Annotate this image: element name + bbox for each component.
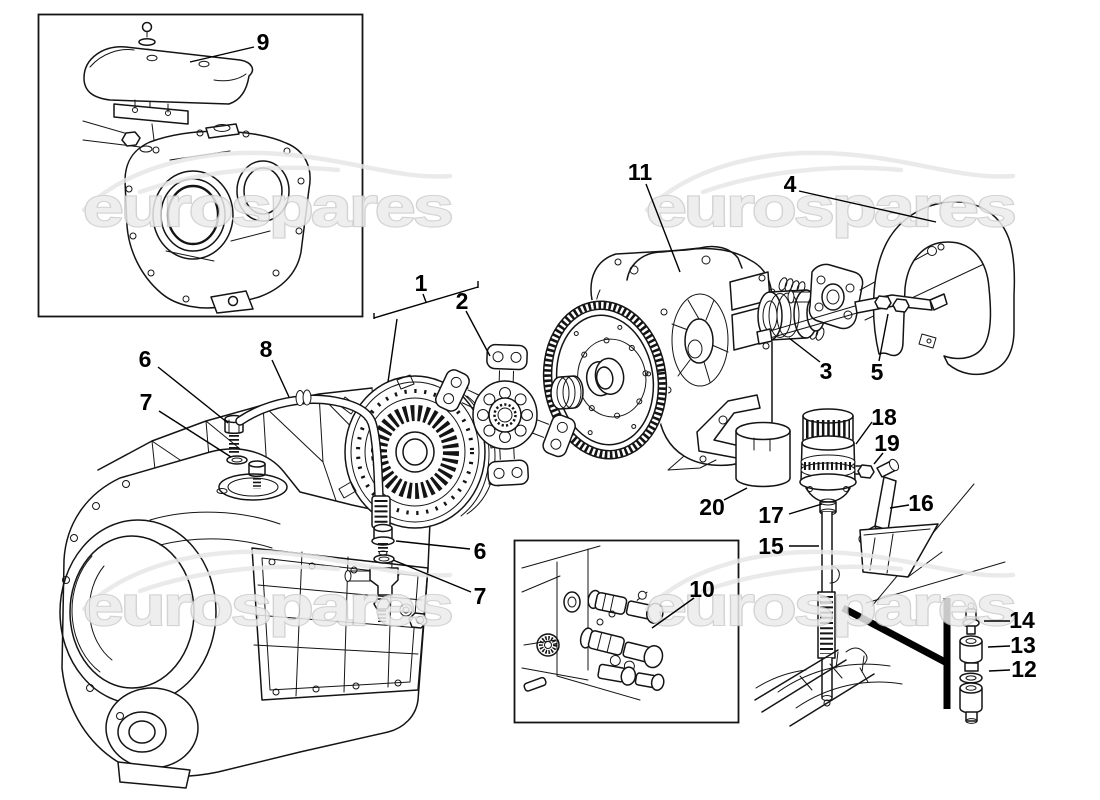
part-number-20: 20 (699, 494, 725, 520)
leader-line-part-6 (395, 540, 471, 550)
watermark-text: eurospares (646, 574, 1014, 637)
part-number-4: 4 (784, 171, 797, 197)
leader-line-part-16 (889, 504, 910, 509)
leader-line-part-3 (788, 337, 821, 363)
part-number-2: 2 (456, 288, 469, 314)
valve-detail-box (513, 539, 740, 724)
part-number-11: 11 (628, 159, 653, 185)
part-number-6: 6 (474, 538, 487, 564)
leader-line-part-12 (988, 669, 1011, 672)
watermark-text: eurospares (83, 574, 451, 637)
leader-line-part-19 (873, 452, 884, 465)
leader-line-part-5 (878, 313, 889, 362)
gearbox-housing-art (59, 387, 431, 789)
part-number-1: 1 (415, 270, 428, 296)
part-number-12: 12 (1011, 656, 1037, 682)
part-number-7: 7 (140, 389, 153, 415)
leader-line-part-1 (387, 318, 398, 383)
part-number-14: 14 (1009, 607, 1035, 633)
watermark-bottom-left: eurospares (81, 549, 454, 638)
leader-line-part-20 (723, 487, 748, 501)
heat-shield-detail-art (82, 21, 311, 314)
watermark-text: eurospares (83, 175, 451, 238)
watermark-text: eurospares (646, 175, 1014, 238)
leader-line-part-17 (788, 503, 823, 515)
oil-hose-art (235, 389, 428, 629)
part-number-13: 13 (1010, 632, 1036, 658)
part-number-16: 16 (908, 490, 934, 516)
clutch-cover-art (872, 201, 1016, 376)
valve-detail-art (521, 545, 665, 701)
leader-line-part-13 (987, 645, 1011, 648)
leader-line-part-6 (157, 366, 229, 424)
watermark-bottom-right: eurospares (644, 549, 1017, 638)
watermark-top-right: eurospares (644, 150, 1017, 239)
part-number-7: 7 (474, 583, 487, 609)
part-number-18: 18 (871, 404, 897, 430)
leader-line-part-8 (271, 359, 290, 398)
watermark-top-left: eurospares (81, 150, 454, 239)
leader-line-part-18 (855, 421, 873, 445)
part-number-5: 5 (871, 359, 884, 385)
leader-line-part-4 (798, 190, 937, 223)
leader-line-part-7 (158, 410, 232, 458)
part-number-10: 10 (689, 576, 715, 602)
support-bracket-art (696, 293, 948, 463)
part-number-19: 19 (874, 430, 900, 456)
leader-line-part-7 (392, 559, 472, 593)
part-number-6: 6 (139, 346, 152, 372)
leader-line-part-1 (373, 286, 479, 319)
leader-line-part-9 (189, 46, 255, 63)
part-number-9: 9 (257, 29, 270, 55)
clutch-disc-art (434, 343, 576, 487)
bearing-flange-art (787, 243, 1001, 330)
leader-line-part-10 (651, 597, 695, 629)
part-number-3: 3 (820, 358, 833, 384)
part-number-8: 8 (260, 336, 273, 362)
pilot-sleeve-art (550, 375, 584, 410)
part-number-15: 15 (758, 533, 784, 559)
oil-reservoir-art (735, 408, 1006, 727)
part-number-17: 17 (758, 502, 784, 528)
leader-line-part-2 (465, 310, 491, 357)
leader-line-part-11 (645, 183, 681, 273)
leader-line-part-1 (422, 293, 427, 303)
